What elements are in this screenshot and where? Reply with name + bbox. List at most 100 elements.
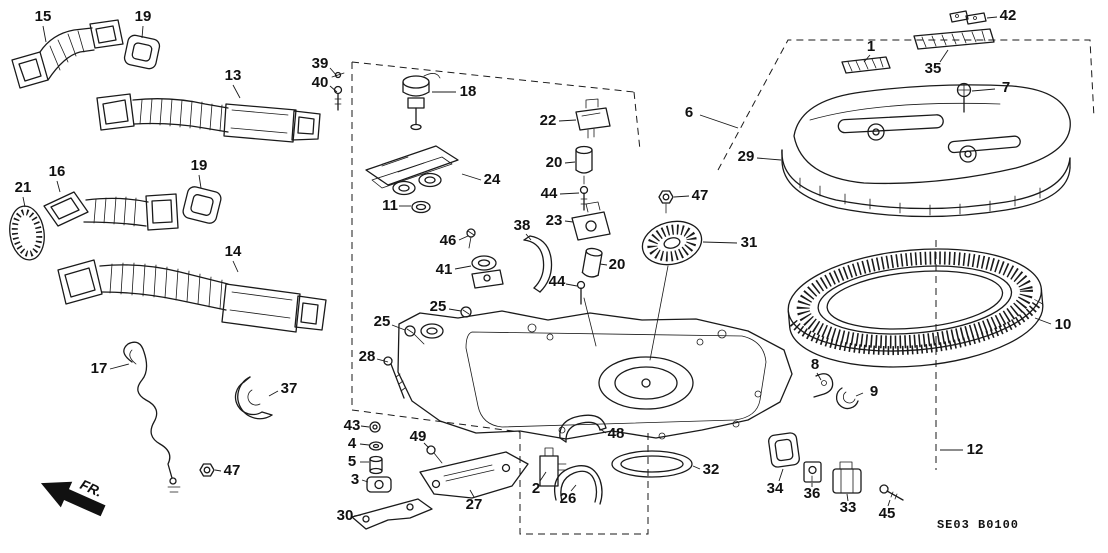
part-44-bolt-lower-drawing bbox=[576, 280, 597, 347]
label-leader-line bbox=[539, 471, 547, 482]
part-45-screw-drawing bbox=[879, 484, 904, 501]
label-leader-line bbox=[673, 195, 690, 198]
label-leader-line bbox=[699, 114, 739, 129]
part-number-label: 13 bbox=[225, 67, 242, 84]
label-leader-line bbox=[570, 484, 577, 492]
label-leader-line bbox=[359, 443, 370, 446]
label-leader-line bbox=[756, 157, 782, 161]
part-number-label: 3 bbox=[351, 471, 359, 488]
part-16-elbow-duct-drawing bbox=[43, 191, 179, 231]
part-32-seal-ring-drawing bbox=[611, 450, 693, 478]
part-14-air-duct-drawing bbox=[57, 259, 327, 333]
part-11-ring-drawing bbox=[411, 200, 431, 214]
label-leader-line bbox=[816, 372, 822, 381]
part-9-clamp-drawing bbox=[835, 387, 859, 410]
part-number-label: 17 bbox=[91, 360, 108, 377]
part-number-label: 29 bbox=[738, 148, 755, 165]
part-number-label: 38 bbox=[514, 217, 531, 234]
part-35-trim-strip-drawing bbox=[913, 28, 995, 50]
part-3-grommet-drawing bbox=[366, 476, 392, 493]
label-leader-line bbox=[525, 233, 532, 241]
label-leader-line bbox=[1034, 317, 1052, 325]
label-leader-line bbox=[42, 25, 47, 43]
part-number-label: 39 bbox=[312, 55, 329, 72]
label-leader-line bbox=[329, 85, 338, 93]
part-47-nut-upper-drawing bbox=[658, 190, 674, 214]
dashed-boundary-lines bbox=[351, 39, 1095, 535]
part-46-bolt-drawing bbox=[466, 228, 476, 249]
part-number-label: 25 bbox=[374, 313, 391, 330]
label-leader-line bbox=[329, 67, 338, 77]
assembly-line-31 bbox=[649, 265, 669, 361]
part-number-label: 24 bbox=[484, 171, 501, 188]
part-number-label: 43 bbox=[344, 417, 361, 434]
part-number-label: 44 bbox=[549, 273, 566, 290]
part-20-sensor-lower-drawing bbox=[581, 247, 603, 278]
part-number-label: 19 bbox=[135, 8, 152, 25]
part-23-valve-bracket-drawing bbox=[571, 201, 611, 241]
air-cleaner-lid-drawing bbox=[781, 84, 1071, 218]
label-leader-line bbox=[458, 235, 469, 241]
label-leader-line bbox=[599, 263, 608, 266]
part-number-label: 47 bbox=[224, 462, 241, 479]
part-number-label: 34 bbox=[767, 480, 784, 497]
part-number-label: 45 bbox=[879, 505, 896, 522]
label-leader-line bbox=[268, 390, 279, 397]
part-number-label: 5 bbox=[348, 453, 356, 470]
label-leader-line bbox=[863, 54, 871, 63]
label-leader-line bbox=[198, 174, 202, 189]
part-30-bracket-drawing bbox=[351, 498, 433, 530]
label-leader-line bbox=[692, 465, 701, 470]
part-number-label: 30 bbox=[337, 507, 354, 524]
part-number-label: 1 bbox=[867, 38, 875, 55]
part-number-label: 33 bbox=[840, 499, 857, 516]
label-leader-line bbox=[469, 489, 475, 498]
label-leader-line bbox=[360, 425, 370, 428]
part-43-washer-drawing bbox=[369, 421, 381, 433]
part-7-bolt-drawing bbox=[956, 82, 972, 113]
part-number-label: 14 bbox=[225, 243, 242, 260]
part-42-clip-drawing bbox=[949, 10, 987, 25]
part-17-wire-stay-drawing bbox=[123, 341, 181, 493]
part-number-label: 26 bbox=[560, 490, 577, 507]
part-13-intake-duct-drawing bbox=[96, 93, 321, 143]
label-leader-line bbox=[353, 514, 362, 517]
part-number-label: 9 bbox=[870, 383, 878, 400]
part-49-screw-drawing bbox=[426, 445, 443, 464]
label-leader-line bbox=[141, 25, 144, 39]
label-leader-line bbox=[232, 260, 239, 273]
label-leader-line bbox=[939, 49, 949, 63]
part-number-label: 21 bbox=[15, 179, 32, 196]
part-25-screw-b-drawing bbox=[404, 325, 425, 345]
air-cleaner-housing-drawing bbox=[397, 310, 793, 440]
part-22-valve-drawing bbox=[575, 98, 611, 139]
part-47-nut-lower-drawing bbox=[199, 463, 215, 477]
label-leader-line bbox=[391, 324, 406, 331]
part-19-grommet-top-drawing bbox=[123, 34, 161, 70]
label-leader-line bbox=[846, 493, 849, 502]
part-33-connector-drawing bbox=[832, 461, 862, 494]
part-number-label: 27 bbox=[466, 496, 483, 513]
label-leader-line bbox=[986, 16, 998, 19]
label-leader-line bbox=[778, 468, 784, 482]
part-number-label: 4 bbox=[348, 435, 357, 452]
part-34-gasket-drawing bbox=[768, 432, 800, 468]
label-leader-line bbox=[109, 363, 130, 370]
part-number-label: 23 bbox=[546, 212, 563, 229]
part-number-label: 12 bbox=[967, 441, 984, 458]
part-number-label: 44 bbox=[541, 185, 558, 202]
part-37-clamp-drawing bbox=[234, 376, 273, 420]
part-number-label: 20 bbox=[546, 154, 563, 171]
part-number-label: 19 bbox=[191, 157, 208, 174]
part-25-screw-a-drawing bbox=[460, 306, 472, 318]
part-number-label: 37 bbox=[281, 380, 298, 397]
part-36-bracket-drawing bbox=[803, 461, 822, 483]
part-41-grommet-drawing bbox=[471, 255, 504, 289]
part-number-label: 48 bbox=[608, 425, 625, 442]
part-2-valve-drawing bbox=[539, 447, 567, 487]
part-number-label: 18 bbox=[460, 83, 477, 100]
part-number-label: 42 bbox=[1000, 7, 1017, 24]
part-26-hose-drawing bbox=[553, 465, 603, 505]
label-leader-line bbox=[855, 392, 864, 397]
